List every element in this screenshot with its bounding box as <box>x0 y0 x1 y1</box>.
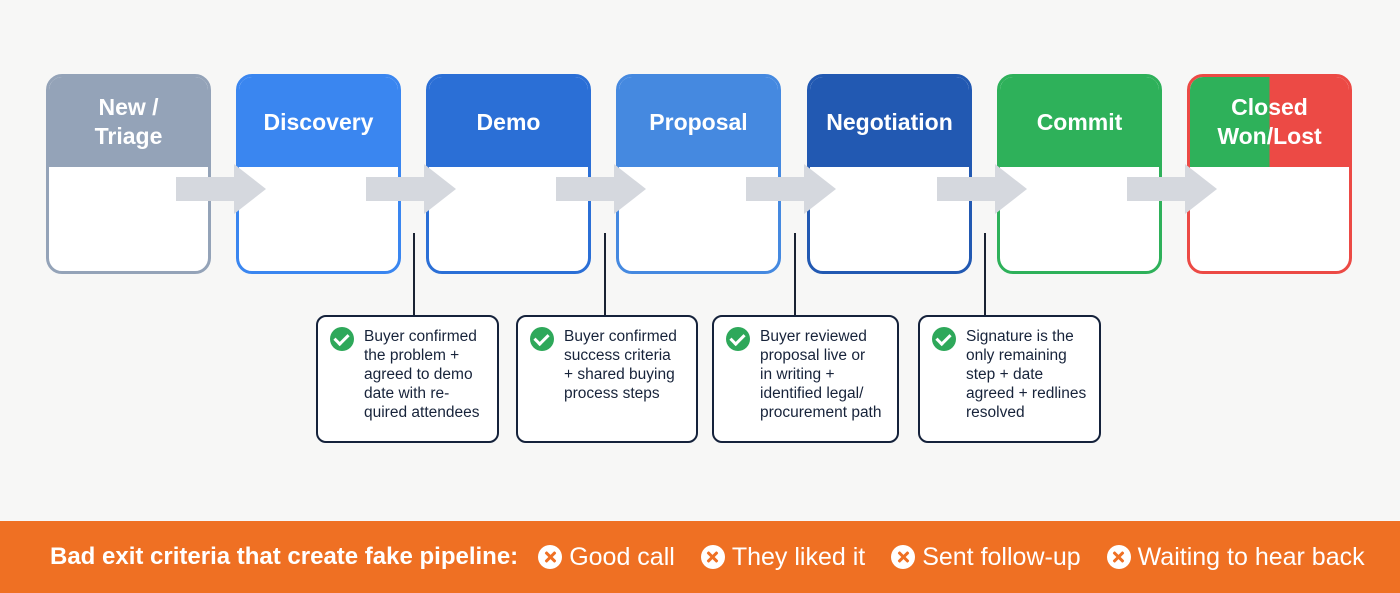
criteria-text: Buyer reviewed proposal live or in writi… <box>760 328 882 421</box>
bad-criteria-item: They liked it <box>700 542 866 572</box>
stage-label: Commit <box>1000 77 1159 167</box>
exit-criteria-demo: Buyer confirmed success criteria + share… <box>516 315 698 443</box>
check-icon <box>726 327 750 351</box>
x-circle-icon <box>700 545 725 569</box>
bad-criteria-label: Sent follow-up <box>922 542 1081 571</box>
bad-criteria-item: Good call <box>538 543 675 572</box>
stage-card-new-triage: New / Triage <box>46 74 211 274</box>
check-icon <box>932 327 956 351</box>
stage-label: New / Triage <box>49 77 208 167</box>
check-icon <box>330 327 354 351</box>
criteria-connector <box>604 233 606 317</box>
criteria-text: Buyer confirmed the problem + agreed to … <box>364 328 480 421</box>
stage-card-negotiation: Negotiation <box>807 74 972 274</box>
bad-criteria-label: They liked it <box>731 542 866 571</box>
stage-card-discovery: Discovery <box>236 74 401 274</box>
criteria-text: Signature is the only remaining step + d… <box>966 328 1087 421</box>
stage-card-commit: Commit <box>997 74 1162 274</box>
stage-label: Discovery <box>239 77 398 167</box>
criteria-text: Buyer confirmed success criteria + share… <box>564 328 677 402</box>
x-circle-icon <box>538 545 563 569</box>
bad-criteria-label: Good call <box>569 542 675 571</box>
x-circle-icon <box>891 545 916 569</box>
criteria-connector <box>413 233 415 317</box>
bad-criteria-banner: Bad exit criteria that create fake pipel… <box>0 521 1400 593</box>
x-circle-icon <box>1106 545 1131 569</box>
banner-title: Bad exit criteria that create fake pipel… <box>50 543 519 570</box>
stage-label: Closed Won/Lost <box>1190 77 1349 167</box>
bad-criteria-item: Waiting to hear back <box>1106 542 1365 572</box>
stage-label: Proposal <box>619 77 778 167</box>
bad-criteria-label: Waiting to hear back <box>1137 542 1365 571</box>
stage-label: Negotiation <box>810 77 969 167</box>
exit-criteria-discovery: Buyer confirmed the problem + agreed to … <box>316 315 499 443</box>
stage-card-demo: Demo <box>426 74 591 274</box>
stage-label: Demo <box>429 77 588 167</box>
stage-card-closed-won-lost: Closed Won/Lost <box>1187 74 1352 274</box>
criteria-connector <box>984 233 986 317</box>
exit-criteria-negotiation: Signature is the only remaining step + d… <box>918 315 1101 443</box>
stage-card-proposal: Proposal <box>616 74 781 274</box>
exit-criteria-proposal: Buyer reviewed proposal live or in writi… <box>712 315 899 443</box>
criteria-connector <box>794 233 796 317</box>
check-icon <box>530 327 554 351</box>
bad-criteria-item: Sent follow-up <box>891 542 1081 572</box>
